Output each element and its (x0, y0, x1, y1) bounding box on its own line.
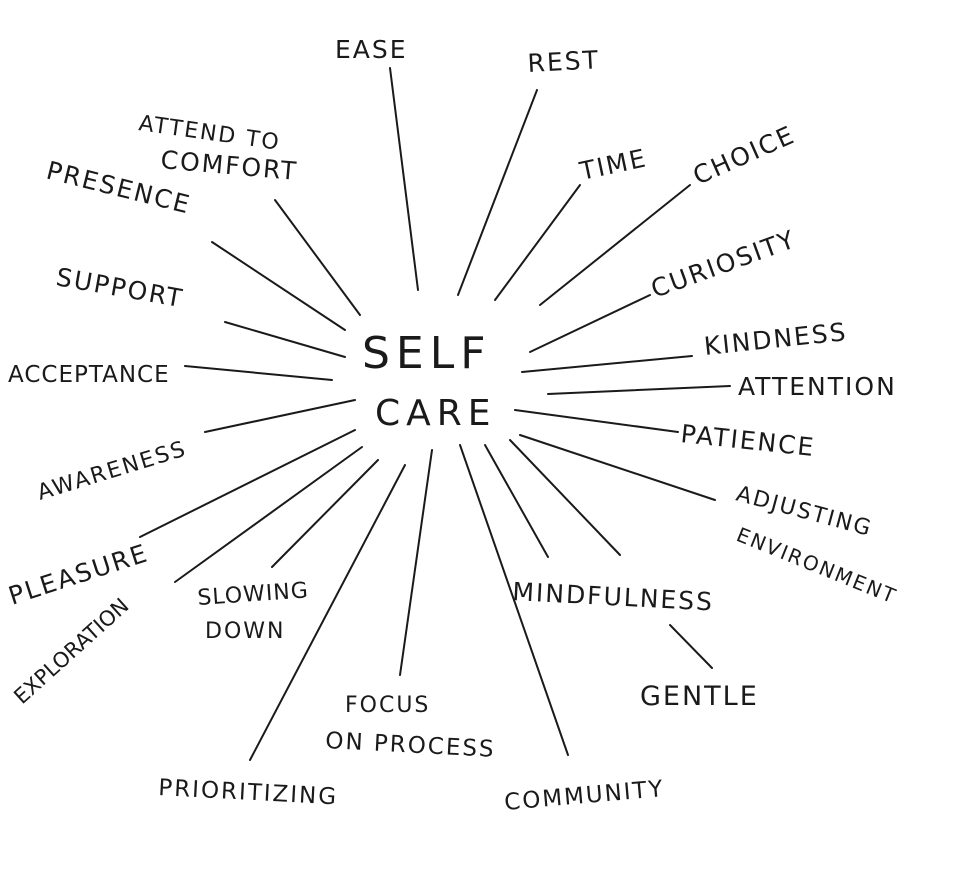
ray-pleasure (139, 429, 356, 538)
label-attention: ATTENTION (738, 372, 897, 401)
center-care: CARE (375, 393, 497, 434)
label-gentle: GENTLE (640, 681, 759, 712)
ray-ease (389, 67, 419, 291)
label-curiosity: CURIOSITY (647, 224, 800, 303)
label-awareness: AWARENESS (34, 437, 189, 506)
ray-prioritizing (249, 464, 406, 761)
ray-acceptance (184, 365, 333, 381)
ray-attend (274, 199, 361, 316)
label-slowing: SLOWING (197, 578, 310, 611)
ray-patience (514, 409, 679, 433)
label-prioritizing: PRIORITIZING (158, 775, 339, 810)
ray-time (494, 184, 581, 301)
ray-presence (211, 241, 346, 331)
label-patience: PATIENCE (679, 419, 816, 462)
ray-exploration (174, 446, 363, 583)
label-ease: EASE (335, 35, 408, 64)
ray-focus (399, 449, 433, 676)
ray-support (224, 321, 346, 358)
ray-rest (457, 89, 538, 296)
label-community: COMMUNITY (503, 776, 665, 816)
label-support: SUPPORT (54, 262, 186, 313)
center-self: SELF (362, 328, 492, 379)
ray-gentle (669, 624, 713, 669)
ray-kindness (521, 355, 693, 373)
label-exploration: EXPLORATION (9, 593, 133, 708)
label-time: TIME (576, 143, 650, 186)
ray-attention (547, 385, 731, 395)
ray-adjusting (519, 434, 716, 501)
label-kindness: KINDNESS (703, 317, 849, 361)
ray-community (459, 444, 569, 756)
ray-choice (539, 184, 691, 306)
label-pleasure: PLEASURE (5, 538, 152, 610)
rays (139, 67, 731, 761)
label-down: DOWN (205, 619, 285, 644)
label-rest: REST (527, 45, 601, 78)
label-focus: FOCUS (345, 693, 430, 718)
ray-mindfulness-2 (509, 439, 621, 556)
label-acceptance: ACCEPTANCE (8, 362, 170, 388)
label-on-process: ON PROCESS (325, 728, 497, 763)
ray-awareness (204, 399, 356, 433)
ray-slowing (271, 459, 379, 568)
label-environment: ENVIRONMENT (733, 522, 900, 608)
ray-curiosity (529, 294, 651, 353)
ray-mindfulness (484, 444, 549, 558)
label-mindfulness: MINDFULNESS (512, 577, 715, 617)
label-choice: CHOICE (689, 120, 800, 191)
